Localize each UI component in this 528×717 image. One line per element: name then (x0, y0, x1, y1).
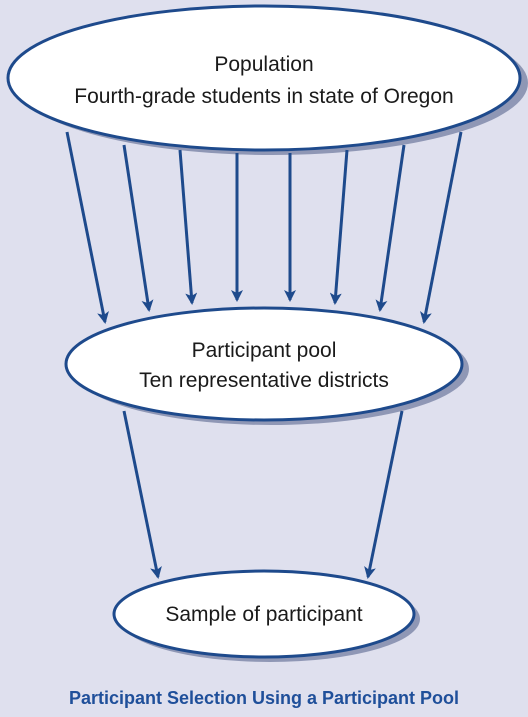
arrow-7 (375, 144, 406, 312)
sample-label: Sample of participant (165, 603, 362, 626)
arrow-8 (420, 131, 463, 324)
sample-ellipse (112, 569, 416, 659)
population-ellipse (6, 4, 522, 152)
pool-to-sample-arrows (122, 410, 404, 579)
arrow-1 (65, 131, 109, 324)
arrow-left (122, 410, 162, 579)
arrow-right (364, 410, 404, 579)
population-to-pool-arrows (65, 131, 463, 324)
participant-pool-description: Ten representative districts (139, 369, 389, 392)
participant-pool-ellipse (64, 306, 464, 422)
population-description: Fourth-grade students in state of Oregon (74, 85, 453, 108)
arrow-2 (122, 144, 154, 312)
arrow-3 (178, 149, 198, 305)
diagram-caption: Participant Selection Using a Participan… (69, 688, 459, 708)
participant-pool-title: Participant pool (192, 339, 337, 362)
population-title: Population (214, 53, 313, 76)
arrow-6 (329, 149, 349, 305)
